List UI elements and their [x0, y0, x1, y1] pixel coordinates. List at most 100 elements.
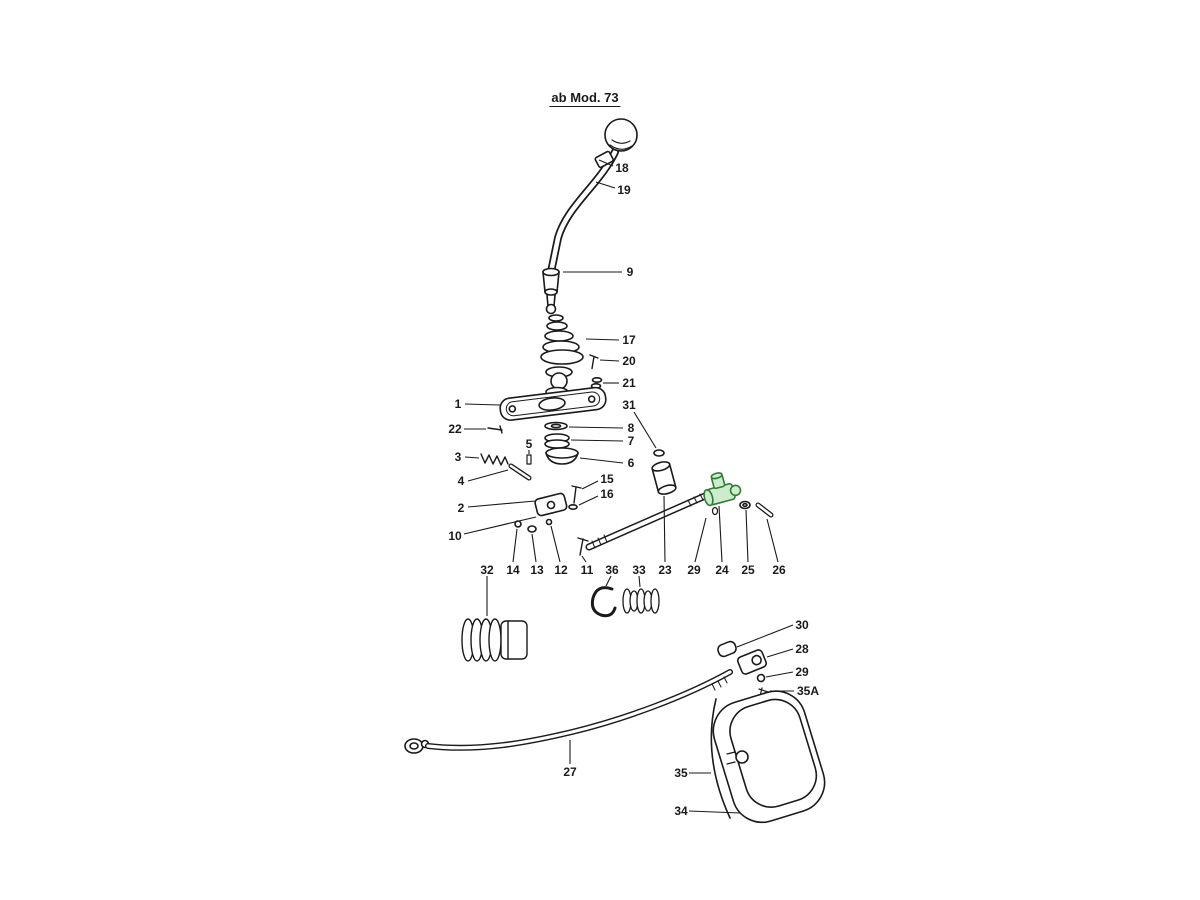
- ring-part-29: [756, 673, 766, 683]
- leader-line-16: [578, 495, 599, 506]
- small-ring: [711, 506, 719, 516]
- screw-part-35a: [758, 687, 769, 695]
- cap-part-30: [717, 640, 737, 658]
- leader-line-8: [568, 426, 624, 429]
- leader-line-6: [579, 457, 624, 464]
- cup-part-6: [545, 447, 579, 465]
- gasket-part-35: [710, 698, 731, 819]
- part-label-34: 34: [674, 804, 688, 818]
- coupling-part-24-highlighted: [703, 472, 742, 507]
- part-label-9: 9: [627, 265, 634, 279]
- leader-line-29: [694, 517, 707, 563]
- part-label-26: 26: [772, 563, 786, 577]
- part-label-5: 5: [526, 437, 533, 451]
- leader-line-34: [688, 810, 741, 814]
- part-label-35a: 35A: [797, 684, 819, 698]
- part-label-4: 4: [458, 474, 465, 488]
- leader-line-13: [531, 533, 537, 563]
- leader-line-10: [463, 516, 537, 535]
- part-label-8: 8: [628, 421, 635, 435]
- part-label-31: 31: [622, 398, 636, 412]
- spring-part-7: [544, 433, 570, 449]
- bushing-part-23: [651, 461, 677, 495]
- selector-rod: [585, 492, 709, 551]
- washer-part-8: [544, 421, 568, 431]
- ring-part-16: [568, 503, 578, 510]
- part-label-16: 16: [600, 487, 614, 501]
- washers-parts-12-13-14: [514, 518, 553, 533]
- sleeve-part-28: [736, 649, 768, 675]
- pin-part-26: [755, 502, 774, 518]
- part-label-3: 3: [455, 450, 462, 464]
- part-label-29: 29: [687, 563, 701, 577]
- leader-line-18: [598, 159, 614, 167]
- part-label-28: 28: [795, 642, 809, 656]
- leader-line-26: [766, 518, 779, 563]
- leader-line-36: [605, 575, 612, 587]
- part-label-12: 12: [554, 563, 568, 577]
- leader-line-19: [595, 181, 616, 189]
- ring-part-25: [739, 500, 751, 510]
- shift-rod-part-27: [404, 669, 733, 754]
- housing-part-34: [712, 690, 826, 824]
- leader-line-33: [638, 575, 641, 588]
- leader-line-11: [581, 555, 587, 563]
- leader-line-12: [550, 525, 561, 563]
- leader-line-2: [467, 500, 536, 508]
- leader-line-7: [570, 439, 624, 442]
- leader-line-25: [745, 509, 749, 563]
- part-label-19: 19: [617, 183, 631, 197]
- bracket-part-2: [534, 492, 568, 517]
- part-label-23: 23: [658, 563, 672, 577]
- shift-knob: [604, 118, 638, 152]
- leader-line-29: [765, 671, 794, 678]
- screw-part-20: [589, 354, 599, 370]
- bolt-part-15: [571, 485, 582, 504]
- leader-line-17: [585, 338, 620, 341]
- part-label-36: 36: [605, 563, 619, 577]
- leader-line-1: [464, 403, 501, 406]
- leader-line-28: [766, 648, 794, 658]
- part-label-29: 29: [795, 665, 809, 679]
- shift-lever: [547, 148, 619, 276]
- ring-part-31: [653, 449, 665, 457]
- part-label-7: 7: [628, 434, 635, 448]
- part-label-18: 18: [615, 161, 629, 175]
- leader-line-4: [467, 469, 509, 482]
- leader-line-15: [581, 480, 599, 490]
- part-label-1: 1: [455, 397, 462, 411]
- leader-line-14: [512, 528, 518, 563]
- diagram-title: ab Mod. 73: [549, 90, 621, 107]
- part-label-14: 14: [506, 563, 520, 577]
- part-label-11: 11: [581, 563, 594, 577]
- part-label-13: 13: [530, 563, 544, 577]
- pin-part-4: [508, 463, 532, 481]
- clip-part-36: [590, 586, 617, 618]
- part-label-21: 21: [622, 376, 636, 390]
- washers-part-21: [590, 376, 603, 389]
- leader-line-31: [633, 411, 657, 449]
- part-label-20: 20: [622, 354, 636, 368]
- coupling-part-32: [461, 618, 528, 662]
- bellows-part-33: [622, 588, 660, 614]
- part-label-22: 22: [448, 422, 462, 436]
- part-label-6: 6: [628, 456, 635, 470]
- part-label-15: 15: [600, 472, 614, 486]
- part-label-10: 10: [448, 529, 462, 543]
- part-label-35: 35: [674, 766, 688, 780]
- leader-line-23: [663, 495, 666, 563]
- bolt-part-11: [577, 537, 589, 556]
- spring-part-3: [480, 453, 509, 466]
- part-label-33: 33: [632, 563, 646, 577]
- lever-lower-end: [542, 267, 560, 315]
- pin-part-5: [526, 454, 532, 465]
- boot-part-17: [540, 314, 584, 365]
- leader-line-3: [464, 456, 480, 459]
- cover-plate-part-1: [499, 386, 607, 421]
- leader-line-30: [736, 624, 794, 648]
- clamp-part-18: [594, 150, 614, 169]
- screw-part-22: [487, 425, 503, 434]
